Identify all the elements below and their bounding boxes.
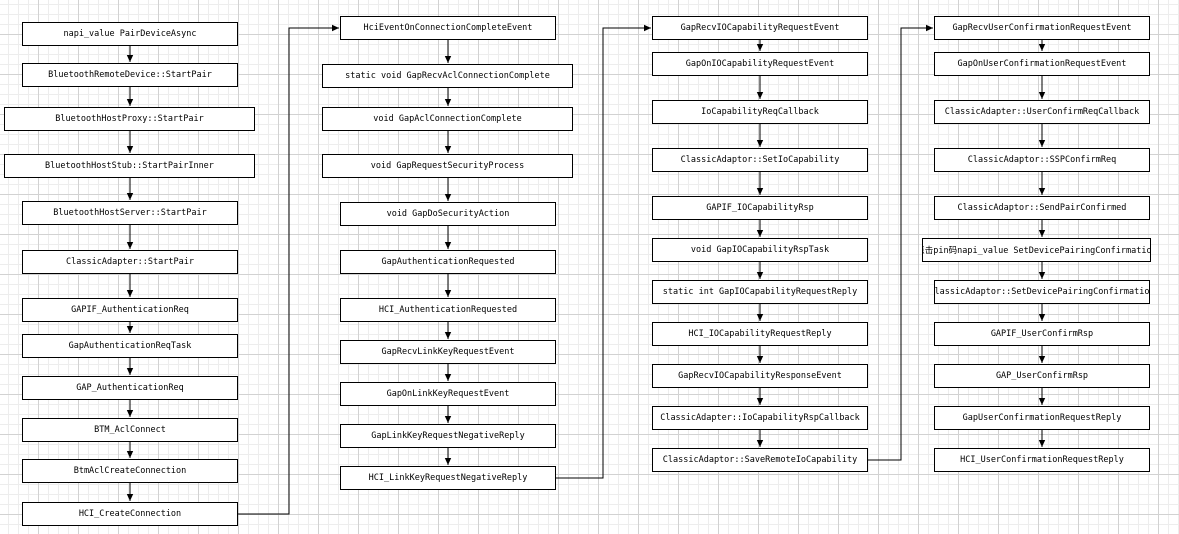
node-hci-authenticationrequested[interactable]: HCI_AuthenticationRequested <box>340 298 556 322</box>
connector-arrow-col3-to-col4 <box>868 24 933 461</box>
node-bluetoothhoststub-startpairinner[interactable]: BluetoothHostStub::StartPairInner <box>4 154 255 178</box>
connector-arrow-col1-to-col2 <box>238 24 339 515</box>
node-gap-authenticationreq[interactable]: GAP_AuthenticationReq <box>22 376 238 400</box>
node-static-int-gapiocapabilityrequestreply[interactable]: static int GapIOCapabilityRequestReply <box>652 280 868 304</box>
node-gap-userconfirmrsp[interactable]: GAP_UserConfirmRsp <box>934 364 1150 388</box>
node-hcieventonconnectioncompleteevent[interactable]: HciEventOnConnectionCompleteEvent <box>340 16 556 40</box>
node-bluetoothhostproxy-startpair[interactable]: BluetoothHostProxy::StartPair <box>4 107 255 131</box>
node-void-gaprequestsecurityprocess[interactable]: void GapRequestSecurityProcess <box>322 154 573 178</box>
node-classicadaptor-setdevicepairingconfirmation[interactable]: ClassicAdaptor::SetDevicePairingConfirma… <box>934 280 1150 304</box>
node-gaponlinkkeyrequestevent[interactable]: GapOnLinkKeyRequestEvent <box>340 382 556 406</box>
node-gapauthenticationrequested[interactable]: GapAuthenticationRequested <box>340 250 556 274</box>
node-classicadaptor-sspconfirmreq[interactable]: ClassicAdaptor::SSPConfirmReq <box>934 148 1150 172</box>
node-bluetoothremotedevice-startpair[interactable]: BluetoothRemoteDevice::StartPair <box>22 63 238 87</box>
connector-arrow-col2-to-col3 <box>556 24 651 479</box>
node-gaprecviocapabilityrequestevent[interactable]: GapRecvIOCapabilityRequestEvent <box>652 16 868 40</box>
node-gaprecviocapabilityresponseevent[interactable]: GapRecvIOCapabilityResponseEvent <box>652 364 868 388</box>
node-gapif-userconfirmrsp[interactable]: GAPIF_UserConfirmRsp <box>934 322 1150 346</box>
node-classicadapter-userconfirmreqcallback[interactable]: ClassicAdapter::UserConfirmReqCallback <box>934 100 1150 124</box>
node-gaprecvlinkkeyrequestevent[interactable]: GapRecvLinkKeyRequestEvent <box>340 340 556 364</box>
node-void-gapdosecurityaction[interactable]: void GapDoSecurityAction <box>340 202 556 226</box>
node-gaplinkkeyrequestnegativereply[interactable]: GapLinkKeyRequestNegativeReply <box>340 424 556 448</box>
node-bluetoothhostserver-startpair[interactable]: BluetoothHostServer::StartPair <box>22 201 238 225</box>
node-btmaclcreateconnection[interactable]: BtmAclCreateConnection <box>22 459 238 483</box>
node-gapif-iocapabilityrsp[interactable]: GAPIF_IOCapabilityRsp <box>652 196 868 220</box>
node-gaponuserconfirmationrequestevent[interactable]: GapOnUserConfirmationRequestEvent <box>934 52 1150 76</box>
node-pin-napi-value-setdevicepairingconfirmation[interactable]: 点击pin码napi_value SetDevicePairingConfirm… <box>922 238 1151 262</box>
node-classicadaptor-setiocapability[interactable]: ClassicAdaptor::SetIoCapability <box>652 148 868 172</box>
node-gaponiocapabilityrequestevent[interactable]: GapOnIOCapabilityRequestEvent <box>652 52 868 76</box>
node-gapuserconfirmationrequestreply[interactable]: GapUserConfirmationRequestReply <box>934 406 1150 430</box>
node-hci-linkkeyrequestnegativereply[interactable]: HCI_LinkKeyRequestNegativeReply <box>340 466 556 490</box>
node-napi-value-pairdeviceasync[interactable]: napi_value PairDeviceAsync <box>22 22 238 46</box>
node-void-gapiocapabilityrsptask[interactable]: void GapIOCapabilityRspTask <box>652 238 868 262</box>
node-gaprecvuserconfirmationrequestevent[interactable]: GapRecvUserConfirmationRequestEvent <box>934 16 1150 40</box>
node-classicadapter-startpair[interactable]: ClassicAdapter::StartPair <box>22 250 238 274</box>
node-hci-createconnection[interactable]: HCI_CreateConnection <box>22 502 238 526</box>
node-btm-aclconnect[interactable]: BTM_AclConnect <box>22 418 238 442</box>
node-static-void-gaprecvaclconnectioncomplete[interactable]: static void GapRecvAclConnectionComplete <box>322 64 573 88</box>
node-classicadaptor-saveremoteiocapability[interactable]: ClassicAdaptor::SaveRemoteIoCapability <box>652 448 868 472</box>
node-hci-userconfirmationrequestreply[interactable]: HCI_UserConfirmationRequestReply <box>934 448 1150 472</box>
node-gapauthenticationreqtask[interactable]: GapAuthenticationReqTask <box>22 334 238 358</box>
node-iocapabilityreqcallback[interactable]: IoCapabilityReqCallback <box>652 100 868 124</box>
node-hci-iocapabilityrequestreply[interactable]: HCI_IOCapabilityRequestReply <box>652 322 868 346</box>
node-gapif-authenticationreq[interactable]: GAPIF_AuthenticationReq <box>22 298 238 322</box>
node-void-gapaclconnectioncomplete[interactable]: void GapAclConnectionComplete <box>322 107 573 131</box>
node-classicadaptor-sendpairconfirmed[interactable]: ClassicAdaptor::SendPairConfirmed <box>934 196 1150 220</box>
node-classicadapter-iocapabilityrspcallback[interactable]: ClassicAdapter::IoCapabilityRspCallback <box>652 406 868 430</box>
